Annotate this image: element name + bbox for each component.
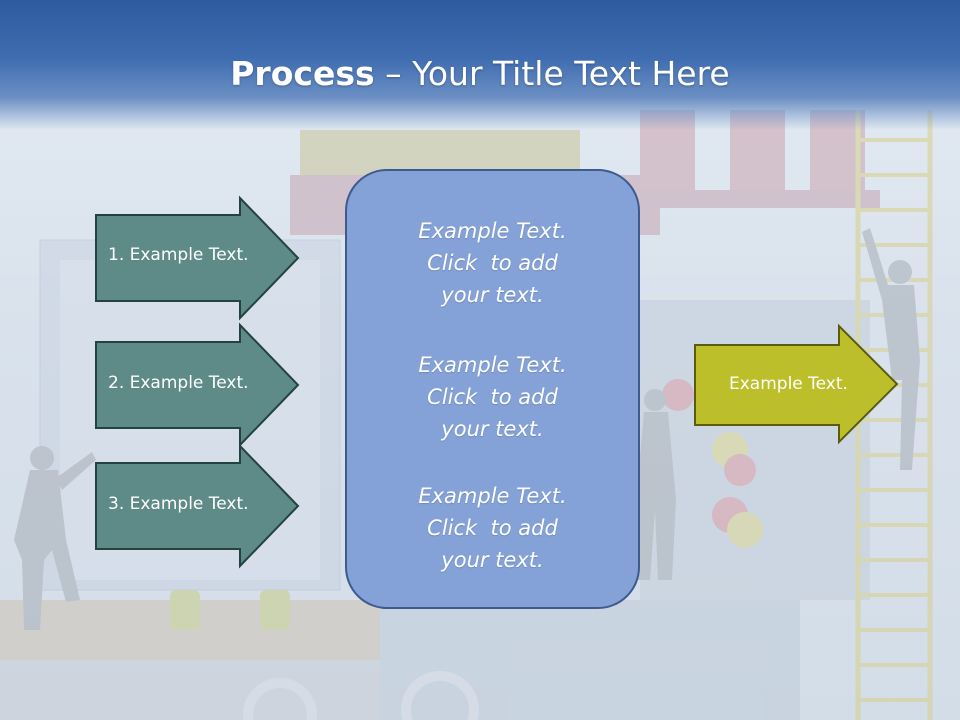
result-arrow[interactable]: Example Text. bbox=[694, 323, 899, 445]
arrow-label: 2. Example Text. bbox=[108, 373, 249, 393]
process-step-arrow-3[interactable]: 3. Example Text. bbox=[95, 443, 300, 569]
slide-title: Process – Your Title Text Here bbox=[0, 52, 960, 96]
title-bold-part: Process bbox=[230, 54, 375, 93]
process-step-arrow-2[interactable]: 2. Example Text. bbox=[95, 322, 300, 448]
arrow-label: Example Text. bbox=[729, 374, 848, 394]
arrow-shape bbox=[95, 322, 300, 448]
arrow-label: 1. Example Text. bbox=[108, 245, 249, 265]
arrow-shape bbox=[95, 443, 300, 569]
center-text-block-1: Example Text. Click to add your text. bbox=[347, 215, 638, 311]
center-text-block-3: Example Text. Click to add your text. bbox=[347, 480, 638, 576]
arrow-label: 3. Example Text. bbox=[108, 494, 249, 514]
process-step-arrow-1[interactable]: 1. Example Text. bbox=[95, 195, 300, 321]
center-text-line: Click to add bbox=[427, 516, 558, 540]
center-text-line: your text. bbox=[441, 283, 544, 307]
center-text-line: Example Text. bbox=[418, 219, 567, 243]
center-text-line: Example Text. bbox=[418, 484, 567, 508]
center-text-block-2: Example Text. Click to add your text. bbox=[347, 349, 638, 445]
title-rest-part: – Your Title Text Here bbox=[374, 54, 730, 93]
center-content-box[interactable]: Example Text. Click to add your text. Ex… bbox=[345, 169, 640, 609]
center-text-line: Click to add bbox=[427, 251, 558, 275]
arrow-shape bbox=[694, 323, 899, 445]
center-text-line: your text. bbox=[441, 417, 544, 441]
arrow-shape bbox=[95, 195, 300, 321]
center-text-line: Click to add bbox=[427, 385, 558, 409]
title-bar bbox=[0, 0, 960, 130]
center-text-line: your text. bbox=[441, 548, 544, 572]
center-text-line: Example Text. bbox=[418, 353, 567, 377]
